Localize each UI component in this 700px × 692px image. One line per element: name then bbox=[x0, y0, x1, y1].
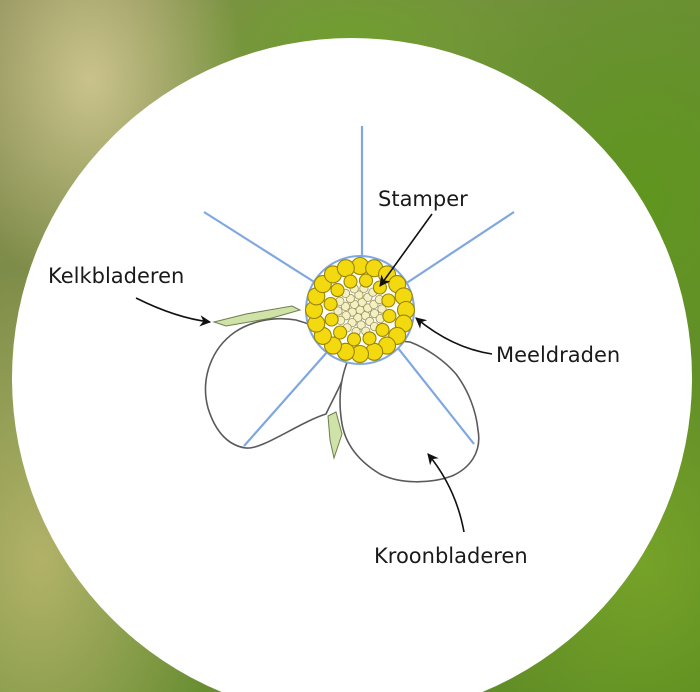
anther bbox=[363, 332, 376, 345]
label-stamens: Meeldraden bbox=[496, 343, 620, 367]
label-pistil: Stamper bbox=[378, 187, 468, 211]
anther bbox=[334, 326, 347, 339]
anther bbox=[373, 281, 386, 294]
label-sepals: Kelkbladeren bbox=[48, 264, 184, 288]
anther bbox=[331, 284, 344, 297]
anther bbox=[324, 298, 337, 311]
anther bbox=[325, 313, 338, 326]
anther bbox=[337, 260, 354, 277]
label-petals: Kroonbladeren bbox=[374, 544, 528, 568]
anther bbox=[382, 294, 395, 307]
anther bbox=[344, 275, 357, 288]
anther bbox=[383, 310, 396, 323]
anther bbox=[348, 333, 361, 346]
anther bbox=[360, 274, 373, 287]
anther bbox=[376, 323, 389, 336]
